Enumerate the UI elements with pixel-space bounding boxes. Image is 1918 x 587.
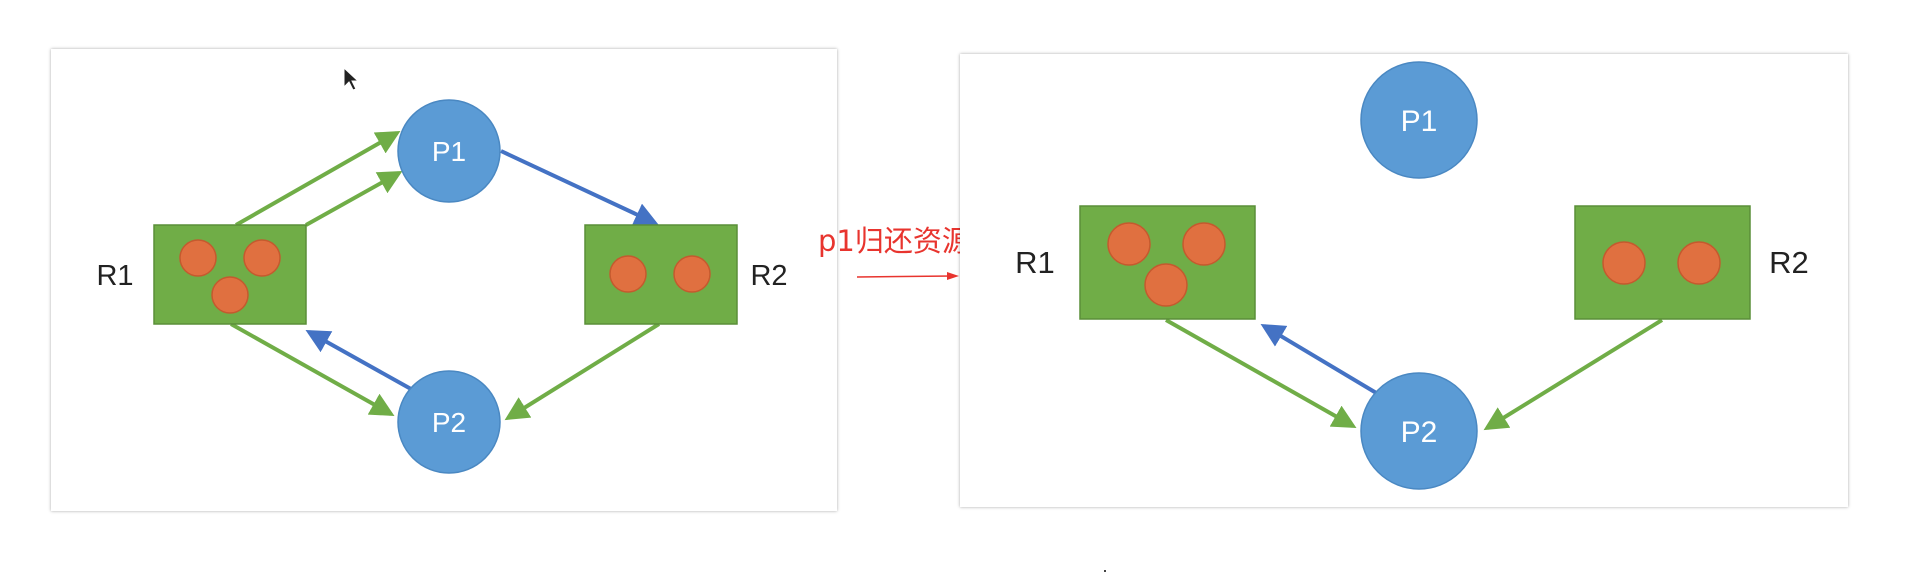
process-p1-node <box>1360 61 1478 179</box>
left-graph-canvas: P1 P2 R1 R2 <box>96 66 788 474</box>
r1-instance <box>1107 222 1151 266</box>
r1-instance <box>1182 222 1226 266</box>
right-graph-canvas: P1 P2 R1 R2 <box>1015 61 1809 490</box>
resource-r2-box <box>1574 205 1751 320</box>
process-p2-label: P2 <box>1401 416 1438 449</box>
resource-r2-label: R2 <box>1769 245 1809 280</box>
edge-p2-to-r1-request <box>1260 323 1380 396</box>
r1-instance <box>211 276 249 314</box>
left-diagram-panel: P1 P2 R1 R2 <box>51 49 837 511</box>
transition-arrow-icon <box>856 272 959 280</box>
mouse-cursor-icon <box>343 66 360 91</box>
process-p1-node <box>397 99 501 203</box>
r2-instance <box>1602 241 1646 285</box>
edge-r1-to-p2 <box>230 322 395 416</box>
edge-r1-to-p1-b <box>305 171 403 227</box>
transition-label: p1归还资源 <box>818 224 971 258</box>
right-diagram-panel: P1 P2 R1 R2 <box>960 54 1848 507</box>
process-p2-node <box>1360 372 1478 490</box>
edge-r2-to-p2 <box>1483 318 1664 431</box>
edge-p1-to-r2-request <box>500 149 659 226</box>
r2-instance <box>673 255 711 293</box>
r2-instance <box>1677 241 1721 285</box>
r1-instance <box>243 239 281 277</box>
stray-dot <box>1104 570 1106 572</box>
process-p2-label: P2 <box>432 407 466 438</box>
process-p1-label: P1 <box>1401 105 1438 138</box>
resource-r2-label: R2 <box>750 260 787 292</box>
process-p2-node <box>397 370 501 474</box>
r2-instance <box>609 255 647 293</box>
r1-instance <box>179 239 217 277</box>
edge-r1-to-p1-a <box>235 131 401 227</box>
resource-r2-box <box>584 224 738 325</box>
edge-p2-to-r1-request <box>305 330 412 391</box>
process-p1-label: P1 <box>432 136 466 167</box>
resource-r1-label: R1 <box>96 260 133 292</box>
resource-r1-label: R1 <box>1015 245 1055 280</box>
edge-r2-to-p2 <box>504 322 661 421</box>
r1-instance <box>1144 263 1188 307</box>
edge-r1-to-p2 <box>1165 318 1357 428</box>
